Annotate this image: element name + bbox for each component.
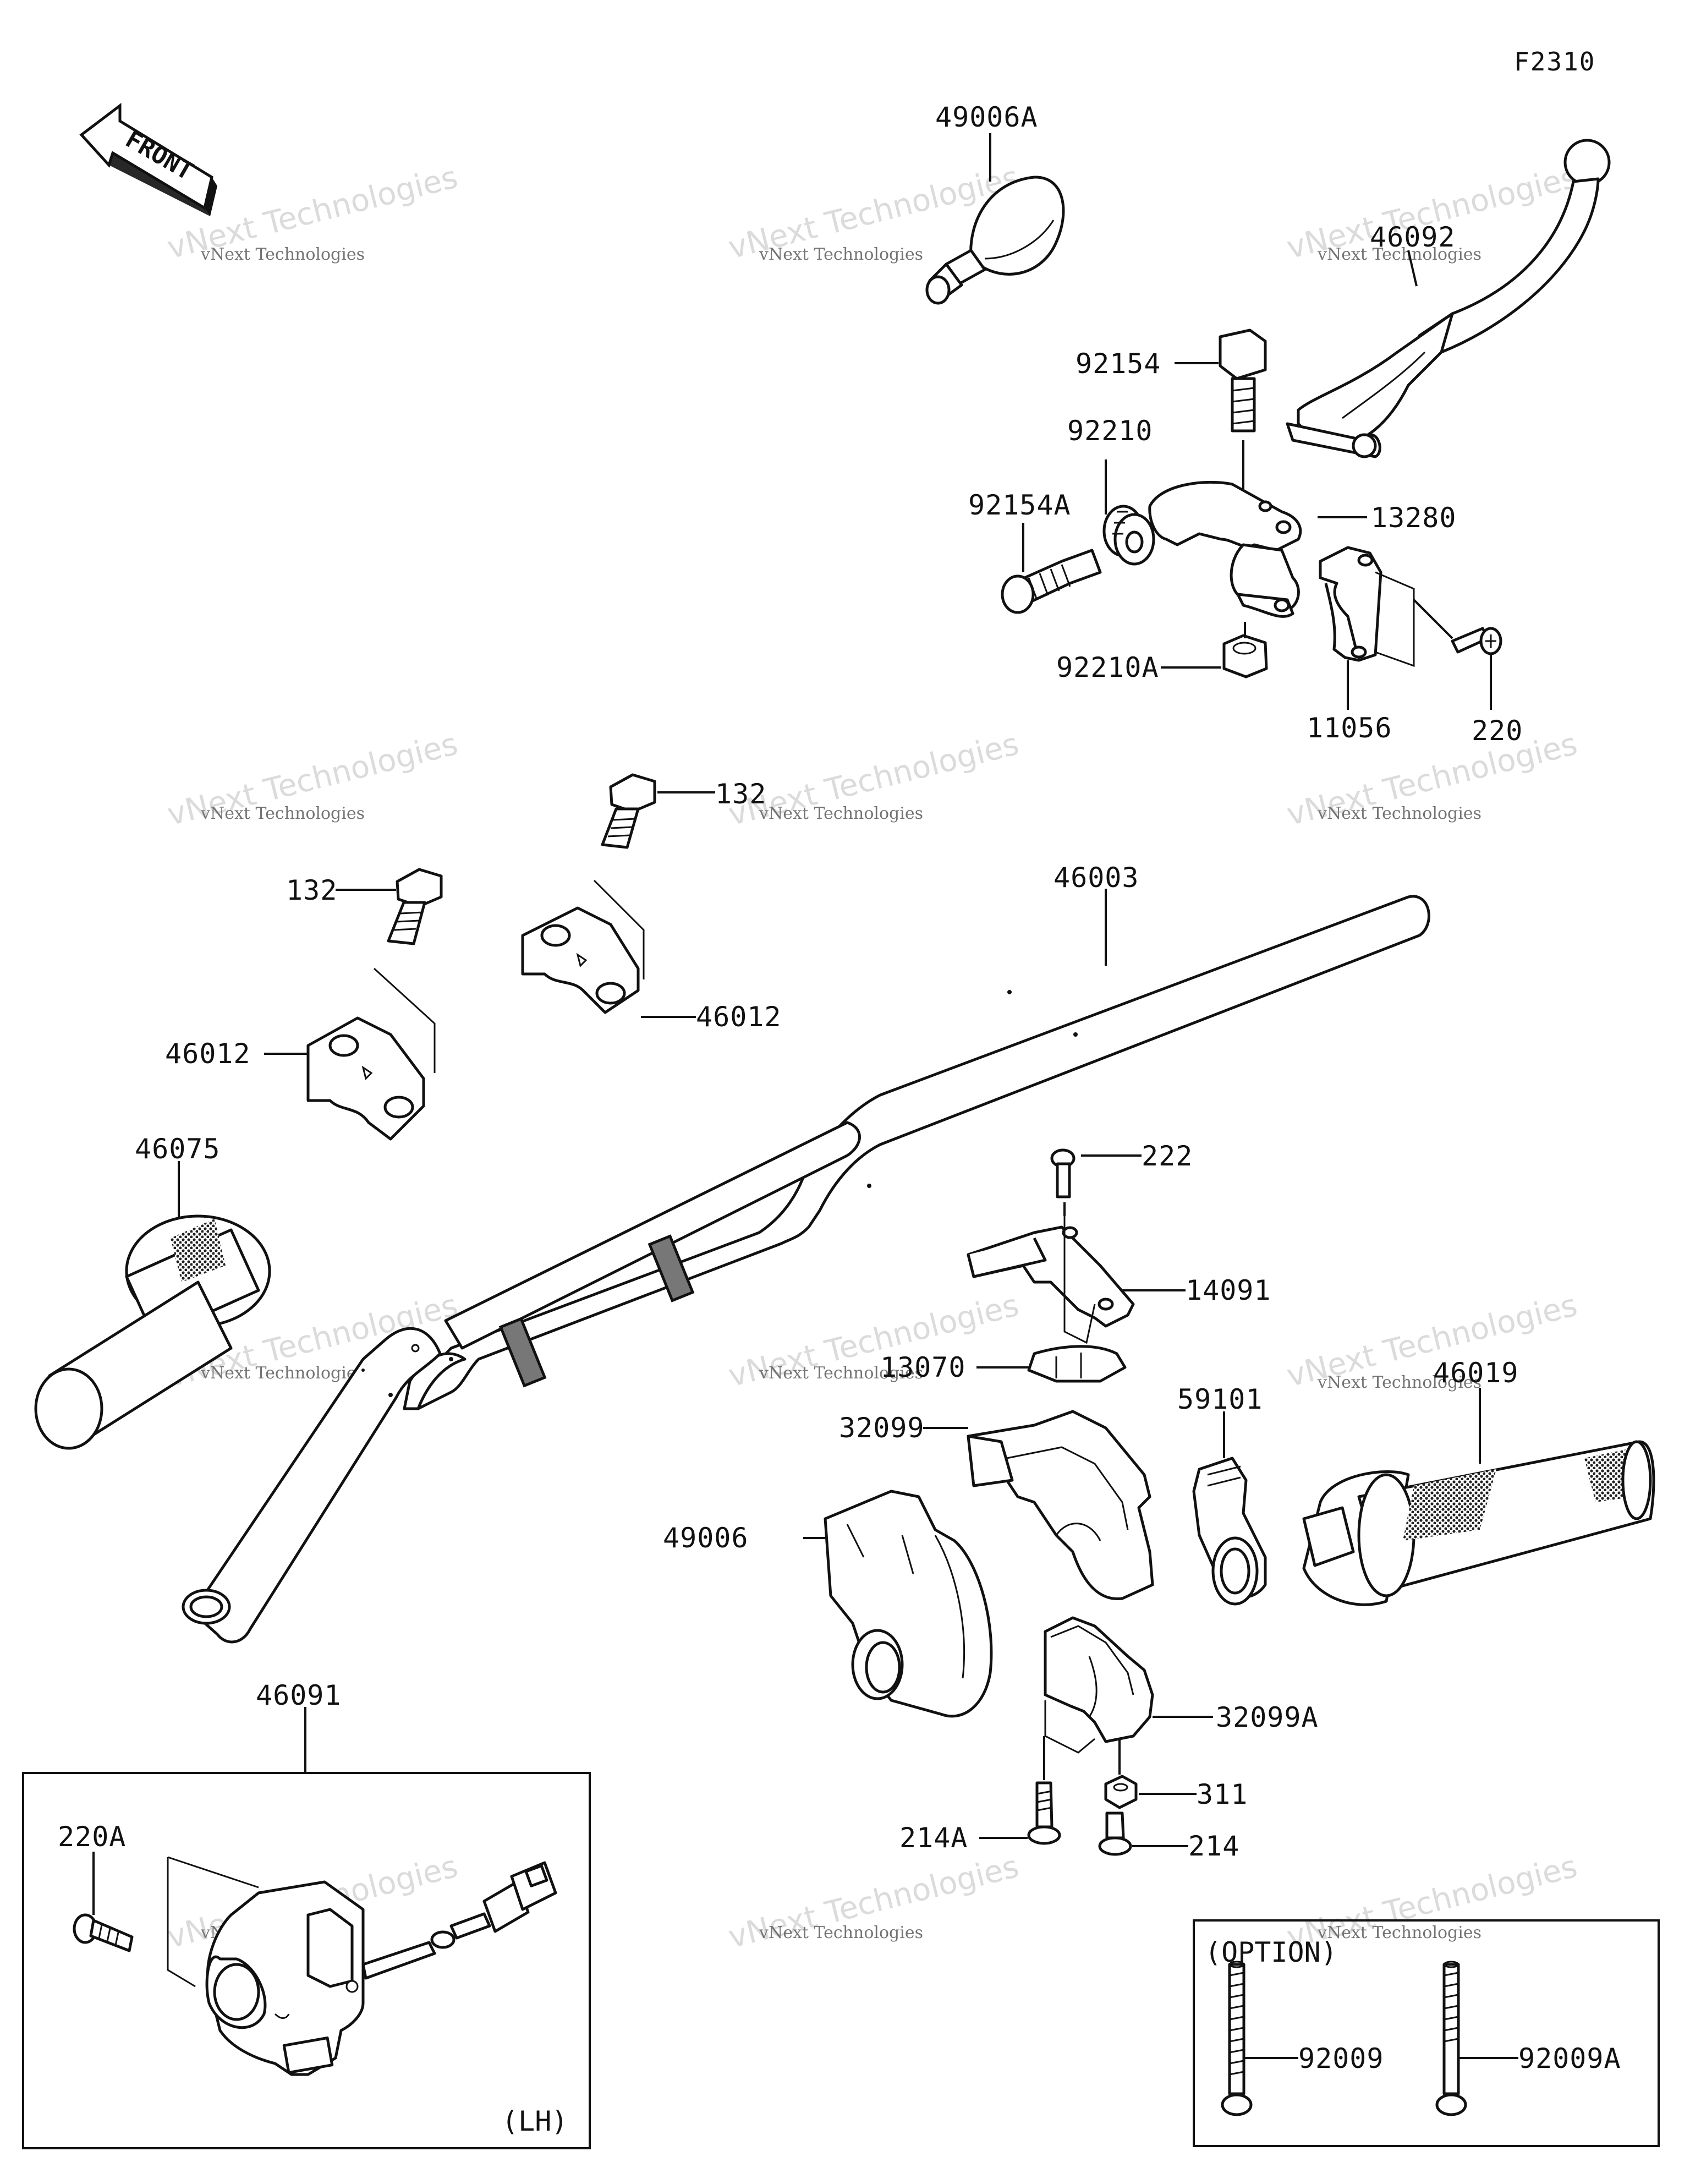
label-46092: 46092 bbox=[1370, 221, 1456, 253]
label-222: 222 bbox=[1142, 1140, 1193, 1172]
part-132-bolt-upper[interactable] bbox=[601, 773, 656, 849]
part-46091-handlebar-switch-lh[interactable] bbox=[205, 1880, 365, 2076]
part-214-screw[interactable] bbox=[1098, 1811, 1132, 1856]
part-59101-throttle-pipe[interactable] bbox=[1192, 1457, 1267, 1606]
label-311: 311 bbox=[1197, 1778, 1248, 1810]
watermark-text: vNext Technologies bbox=[759, 1364, 923, 1383]
label-32099: 32099 bbox=[839, 1412, 925, 1444]
label-11056: 11056 bbox=[1307, 712, 1392, 744]
watermark-text: vNext Technologies bbox=[759, 245, 923, 264]
label-49006A: 49006A bbox=[935, 101, 1038, 133]
part-13070-clip[interactable] bbox=[1027, 1345, 1127, 1383]
part-49006A-lever-guard[interactable] bbox=[925, 176, 1065, 305]
part-46003-handlebar[interactable] bbox=[182, 895, 1430, 1644]
label-46012-right: 46012 bbox=[696, 1001, 782, 1033]
label-92210A: 92210A bbox=[1056, 652, 1159, 683]
label-59101: 59101 bbox=[1177, 1383, 1263, 1415]
part-92009A-bolt[interactable] bbox=[1435, 1961, 1467, 2116]
part-222-screw[interactable] bbox=[1050, 1148, 1076, 1198]
label-92154: 92154 bbox=[1076, 348, 1161, 380]
part-46092-clutch-lever[interactable] bbox=[1286, 139, 1611, 458]
part-311-nut[interactable] bbox=[1104, 1775, 1138, 1809]
switch-wire bbox=[361, 1861, 557, 1980]
label-46012-left: 46012 bbox=[165, 1038, 251, 1070]
part-32099-upper-throttle-housing[interactable] bbox=[967, 1410, 1154, 1601]
watermark-text: vNext Technologies bbox=[1317, 804, 1482, 823]
part-49006-throttle-cover[interactable] bbox=[824, 1490, 993, 1718]
part-14091-cover[interactable] bbox=[967, 1225, 1135, 1328]
label-220: 220 bbox=[1472, 715, 1523, 747]
part-92210A-nut[interactable] bbox=[1222, 634, 1268, 678]
label-92009A: 92009A bbox=[1518, 2043, 1621, 2074]
label-13280: 13280 bbox=[1371, 502, 1457, 534]
part-220A-screw[interactable] bbox=[73, 1913, 134, 1952]
watermark-text: vNext Technologies bbox=[1317, 245, 1482, 264]
label-14091: 14091 bbox=[1186, 1274, 1271, 1306]
label-132-upper: 132 bbox=[715, 778, 766, 810]
label-49006: 49006 bbox=[663, 1522, 749, 1554]
label-13070: 13070 bbox=[880, 1351, 966, 1383]
label-92009: 92009 bbox=[1298, 2043, 1384, 2074]
part-92154-bolt[interactable] bbox=[1219, 329, 1267, 433]
watermark-text: vNext Technologies bbox=[200, 804, 365, 823]
part-11056-clamp[interactable] bbox=[1319, 546, 1382, 662]
part-92009-bolt[interactable] bbox=[1221, 1961, 1253, 2116]
part-92154A-adjuster-bolt[interactable] bbox=[1001, 549, 1102, 614]
part-46075-grip-left[interactable] bbox=[34, 1214, 271, 1450]
label-46019: 46019 bbox=[1433, 1357, 1519, 1389]
front-direction-arrow-icon: FRONT bbox=[79, 102, 217, 216]
lh-side-label: (LH) bbox=[502, 2105, 568, 2137]
label-46003: 46003 bbox=[1053, 862, 1139, 894]
part-220-screw[interactable] bbox=[1451, 627, 1502, 655]
part-46012-handlebar-clamp-right[interactable] bbox=[521, 906, 640, 1014]
option-box-title: (OPTION) bbox=[1205, 1936, 1337, 1968]
watermark-text: vNext Technologies bbox=[759, 804, 923, 823]
watermark-text: vNext Technologies bbox=[1317, 1373, 1482, 1392]
label-220A: 220A bbox=[58, 1821, 126, 1853]
label-92154A: 92154A bbox=[968, 489, 1071, 521]
label-214A: 214A bbox=[899, 1822, 968, 1854]
label-46091: 46091 bbox=[256, 1679, 342, 1711]
option-box bbox=[1193, 1919, 1660, 2147]
part-46012-handlebar-clamp-left[interactable] bbox=[306, 1016, 425, 1141]
label-46075: 46075 bbox=[135, 1133, 221, 1165]
part-132-bolt-lower[interactable] bbox=[387, 868, 443, 945]
part-46019-grip-right[interactable] bbox=[1302, 1440, 1655, 1606]
part-32099A-lower-throttle-housing[interactable] bbox=[1044, 1616, 1154, 1743]
label-214: 214 bbox=[1188, 1830, 1239, 1862]
part-214A-bolt[interactable] bbox=[1027, 1781, 1061, 1845]
label-132-lower: 132 bbox=[286, 874, 337, 906]
watermark-text: vNext Technologies bbox=[1317, 1923, 1482, 1942]
watermark-text: vNext Technologies bbox=[200, 245, 365, 264]
part-13280-lever-holder[interactable] bbox=[1148, 480, 1302, 618]
part-92210-adjuster-nut[interactable] bbox=[1102, 505, 1155, 566]
label-32099A: 32099A bbox=[1216, 1701, 1319, 1733]
watermark-text: vNext Technologies bbox=[200, 1364, 365, 1383]
watermark-text: vNext Technologies bbox=[759, 1923, 923, 1942]
figure-code: F2310 bbox=[1514, 47, 1595, 76]
label-92210: 92210 bbox=[1067, 415, 1153, 447]
